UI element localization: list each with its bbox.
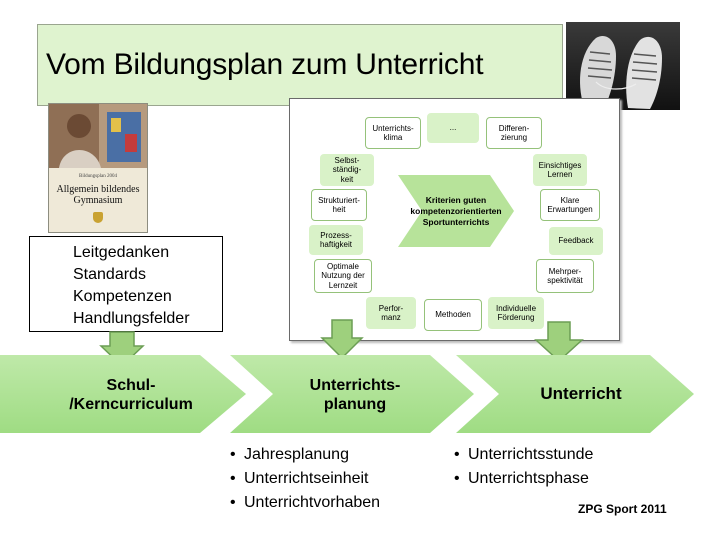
criteria-center-label: Kriterien guten kompetenzorientierten Sp… — [410, 195, 502, 227]
chevron-planning — [230, 355, 474, 433]
process-chevrons — [0, 355, 694, 433]
list-item: Kompetenzen — [73, 288, 172, 305]
criteria-center-arrow — [398, 175, 514, 247]
list-item: •Unterrichtvorhaben — [230, 491, 380, 514]
page-title: Vom Bildungsplan zum Unterricht — [46, 48, 484, 81]
list-item: Handlungsfelder — [73, 310, 190, 327]
process-step-label: Unterricht — [540, 384, 622, 403]
list-item: Standards — [73, 266, 146, 283]
process-step-label: Unterrichts-planung — [309, 377, 401, 413]
criterion-item: Methoden — [424, 299, 482, 331]
list-item: Leitgedanken — [73, 244, 170, 261]
criterion-item: Selbst-ständig-keit — [320, 154, 374, 186]
list-item: •Unterrichtseinheit — [230, 467, 369, 490]
criteria-panel: Kriterien guten kompetenzorientierten Sp… — [289, 98, 620, 341]
curriculum-elements-box: Leitgedanken Standards Kompetenzen Handl… — [29, 236, 223, 332]
book-series-label: Bildungsplan 2004 — [79, 174, 117, 179]
list-item: •Jahresplanung — [230, 443, 349, 466]
bullet-icon: • — [454, 446, 460, 463]
connector-arrow-planning — [320, 319, 364, 360]
bullet-icon: • — [454, 470, 460, 487]
curriculum-book-cover: Bildungsplan 2004 Allgemein bildendes Gy… — [48, 103, 148, 233]
process-step-label: Schul-/Kerncurriculum — [69, 377, 193, 413]
criterion-item: Feedback — [549, 227, 603, 255]
title-box — [37, 24, 563, 106]
chevron-curriculum — [0, 355, 246, 433]
connector-arrow-lesson — [534, 321, 584, 363]
criteria-center: Kriterien guten kompetenzorientierten Sp… — [398, 175, 514, 247]
criterion-item: Unterrichts-klima — [365, 117, 421, 149]
chevron-lesson — [456, 355, 694, 433]
crest-icon — [93, 212, 103, 223]
book-title: Allgemein bildendes Gymnasium — [56, 184, 140, 206]
classroom-photo — [49, 104, 147, 168]
criterion-item: Differen-zierung — [486, 117, 542, 149]
footer-credit: ZPG Sport 2011 — [578, 502, 667, 516]
bullet-icon: • — [230, 470, 236, 487]
running-shoes-photo — [566, 22, 680, 110]
list-item: •Unterrichtsphase — [454, 467, 589, 490]
bullet-icon: • — [230, 446, 236, 463]
criterion-item: Perfor-manz — [366, 297, 416, 329]
bullet-icon: • — [230, 494, 236, 511]
criterion-item: Prozess-haftigkeit — [309, 225, 363, 255]
criterion-item: Mehrper-spektivität — [536, 259, 594, 293]
criterion-item: ... — [427, 113, 479, 143]
list-item: •Unterrichtsstunde — [454, 443, 593, 466]
criterion-item: Strukturiert-heit — [311, 189, 367, 221]
